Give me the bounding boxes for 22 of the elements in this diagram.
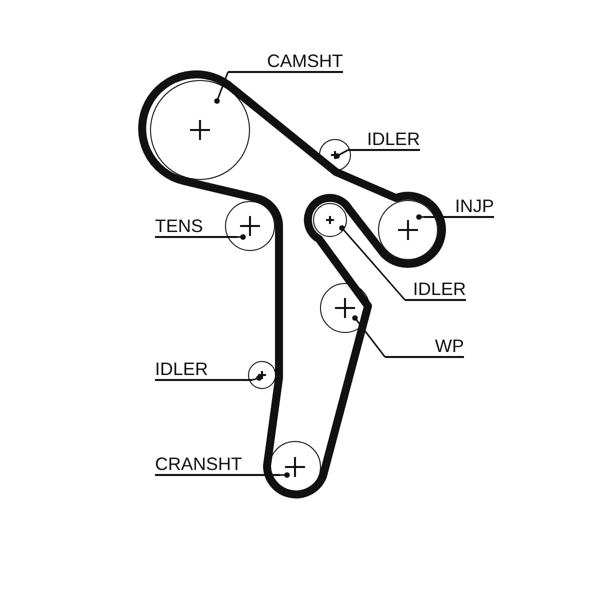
leader-line (280, 472, 290, 478)
pulley-label: TENS (155, 216, 204, 236)
leader-line (339, 225, 406, 301)
pulley-circle (320, 283, 370, 333)
leader-line (416, 214, 424, 220)
pulley-label: INJP (454, 196, 494, 216)
pulley-label: IDLER (155, 359, 208, 379)
pulley-circle (319, 139, 351, 171)
pulley-circle (150, 80, 250, 180)
leader-line (252, 375, 262, 381)
pulley-circle (378, 200, 438, 260)
leader-line (334, 149, 348, 159)
pulley-label: CRANSHT (155, 454, 242, 474)
pulley-label: IDLER (366, 129, 420, 149)
pulley-circle (313, 203, 347, 237)
pulley-circle (225, 201, 275, 251)
pulley-circle (248, 361, 276, 389)
pulley-label: CAMSHT (267, 51, 343, 71)
leader-line (352, 315, 386, 358)
pulley-label: WP (435, 336, 464, 356)
pulley-label: IDLER (412, 279, 466, 299)
leader-line (237, 234, 246, 240)
